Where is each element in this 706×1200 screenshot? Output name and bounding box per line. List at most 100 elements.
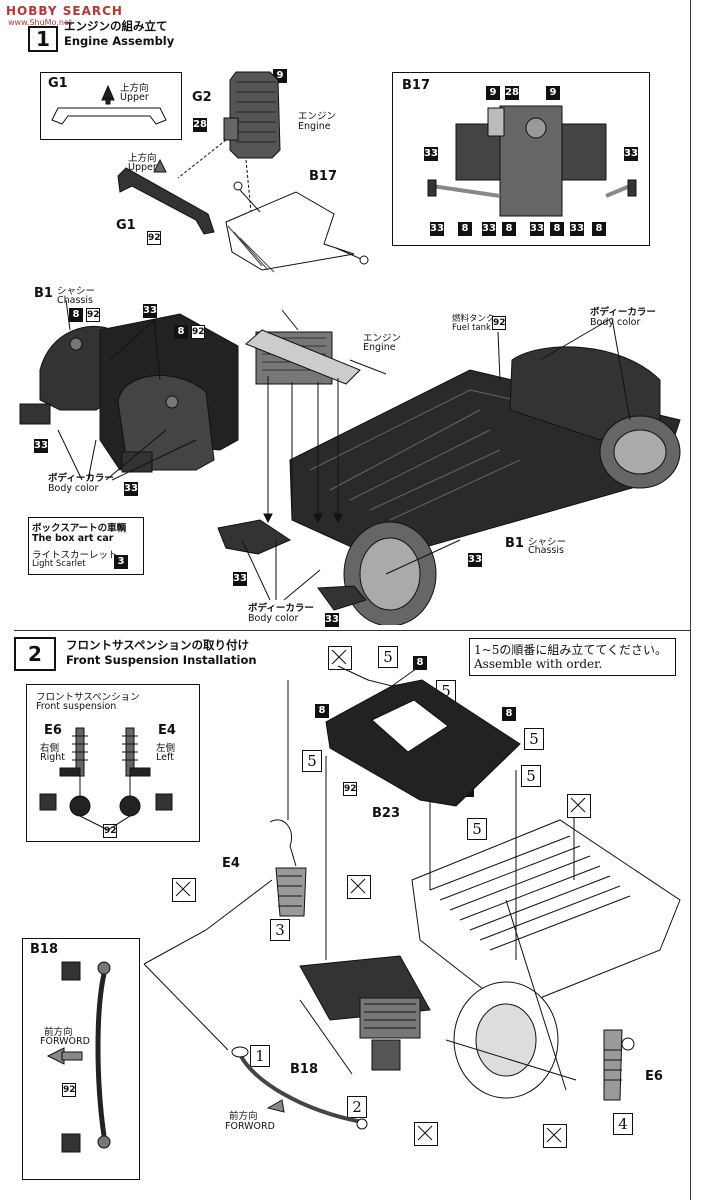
e6-inset-label: E6	[44, 723, 62, 738]
b17-inset-bottom-7: 33	[570, 222, 584, 236]
order-marker-3: 3	[270, 919, 290, 941]
chassis-right-jp: シャシー	[528, 537, 567, 548]
e6-label: E6	[645, 1069, 663, 1084]
b17-inset-bottom-1: 33	[430, 222, 444, 236]
order-marker-4: 4	[613, 1113, 633, 1135]
step-2-number: 2	[14, 637, 56, 671]
order-marker-2: 2	[347, 1096, 367, 1118]
b17-inset-bottom-3: 33	[482, 222, 496, 236]
b18-inset-dir-jp: 前方向	[44, 1027, 73, 1038]
chassis-right-label: B1	[505, 536, 524, 551]
boxart-color-jp: ライトスカーレット	[32, 550, 118, 561]
b17-inset-part-9a: 9	[486, 86, 500, 100]
order-note-jp: 1~5の順番に組み立ててください。	[474, 643, 667, 657]
chassis-left-jp: シャシー	[57, 286, 96, 297]
g1-paint-92: 92	[147, 231, 161, 245]
b23-paint-92: 92	[343, 782, 357, 796]
b18-inset-label: B18	[30, 942, 58, 957]
b18-inset-dir-en: FORWORD	[40, 1036, 90, 1047]
b17-inset-part-9b: 9	[546, 86, 560, 100]
step-divider	[14, 630, 690, 631]
b17-inset-label: B17	[402, 78, 430, 93]
b23-part-8-b: 8	[315, 704, 329, 718]
chassis-paint-92-b: 92	[191, 325, 205, 339]
watermark-url: www.ShuMo.net	[8, 18, 72, 27]
order-marker-5c: 5	[302, 750, 322, 772]
step-1-title-en: Engine Assembly	[64, 34, 175, 48]
boxart-paint-3: 3	[114, 555, 128, 569]
front-susp-title-jp: フロントサスペンション	[36, 692, 140, 703]
b18-label: B18	[290, 1062, 318, 1077]
body-right-jp: ボディーカラー	[590, 307, 656, 318]
step-2-line-art	[39, 649, 681, 1153]
chassis-left-label: B1	[34, 286, 53, 301]
fuel-tank-en: Fuel tank	[452, 323, 491, 333]
b17-inset-bottom-6: 8	[550, 222, 564, 236]
e4-inset-en: Left	[156, 752, 174, 763]
chassis-left-body-jp: ボディーカラー	[48, 473, 114, 484]
step-2-title-en: Front Suspension Installation	[66, 653, 257, 667]
page-border-right	[690, 0, 691, 1200]
b17-inset-bottom-5: 33	[530, 222, 544, 236]
b23-part-8-c: 8	[502, 707, 516, 721]
boxart-color-en: Light Scarlet	[32, 559, 86, 569]
order-note-en: Assemble with order.	[474, 657, 603, 671]
fuel-tank-paint-92: 92	[492, 316, 506, 330]
order-marker-5d: 5	[524, 728, 544, 750]
b17-inset-part-33-left: 33	[424, 147, 438, 161]
e6-inset-jp: 右側	[40, 743, 60, 754]
chassis-paint-33-a: 33	[143, 304, 157, 318]
chassis-paint-92-a: 92	[86, 308, 100, 322]
front-susp-paint-92: 92	[103, 824, 117, 838]
step-1-title-jp: エンジンの組み立て	[64, 19, 168, 33]
chassis-paint-8-a: 8	[69, 308, 83, 322]
chassis-paint-8-b: 8	[174, 325, 188, 339]
g1-dir-jp: 上方向	[128, 153, 157, 164]
order-note-box	[469, 638, 676, 676]
boxart-title-jp: ボックスアートの車輌	[32, 523, 127, 534]
b17-inset-bottom-4: 8	[502, 222, 516, 236]
b17-label: B17	[309, 169, 337, 184]
engine-mid-jp: エンジン	[363, 333, 402, 344]
b23-label: B23	[372, 806, 400, 821]
g1-inset-dir-en: Upper	[120, 92, 149, 103]
chassis-right-paint-33: 33	[468, 553, 482, 567]
b18-dir-jp: 前方向	[229, 1111, 258, 1122]
e6-inset-en: Right	[40, 752, 66, 763]
b17-inset-part-33-right: 33	[624, 147, 638, 161]
g1-inset-box	[40, 72, 182, 140]
g1-label: G1	[116, 218, 136, 233]
b17-inset-bottom-8: 8	[592, 222, 606, 236]
order-marker-5a: 5	[378, 646, 398, 668]
bottom-paint-33-right: 33	[325, 613, 339, 627]
step-1-number: 1	[28, 26, 58, 52]
b18-inset-paint-92: 92	[62, 1083, 76, 1097]
b17-inset-bottom-2: 8	[458, 222, 472, 236]
g1-inset-dir-jp: 上方向	[120, 83, 149, 94]
chassis-paint-33-c: 33	[124, 482, 138, 496]
e4-inset-jp: 左側	[156, 743, 176, 754]
front-susp-inset-box	[26, 684, 200, 842]
boxart-title-en: The box art car	[32, 533, 114, 544]
order-marker-5e: 5	[521, 765, 541, 787]
b23-part-8-a: 8	[413, 656, 427, 670]
watermark: HOBBY SEARCH	[6, 4, 123, 18]
chassis-right-en: Chassis	[528, 545, 564, 556]
chassis-left-body-en: Body color	[48, 483, 99, 494]
g1-inset-label: G1	[48, 76, 68, 91]
e4-label: E4	[222, 856, 240, 871]
b17-inset-part-28: 28	[505, 86, 519, 100]
g2-part-28: 28	[193, 118, 207, 132]
g2-label: G2	[192, 90, 212, 105]
chassis-paint-33-b: 33	[34, 439, 48, 453]
step-1-line-art	[19, 71, 681, 625]
body-right-en: Body color	[590, 317, 641, 328]
engine-mid-en: Engine	[363, 342, 396, 353]
bottom-body-en: Body color	[248, 613, 299, 624]
watermark-text: HOBBY SEARCH	[6, 4, 123, 18]
fuel-tank-jp: 燃料タンク	[452, 314, 495, 324]
e4-inset-label: E4	[158, 723, 176, 738]
bottom-body-jp: ボディーカラー	[248, 603, 314, 614]
chassis-left-en: Chassis	[57, 295, 93, 306]
order-marker-5f: 5	[467, 818, 487, 840]
